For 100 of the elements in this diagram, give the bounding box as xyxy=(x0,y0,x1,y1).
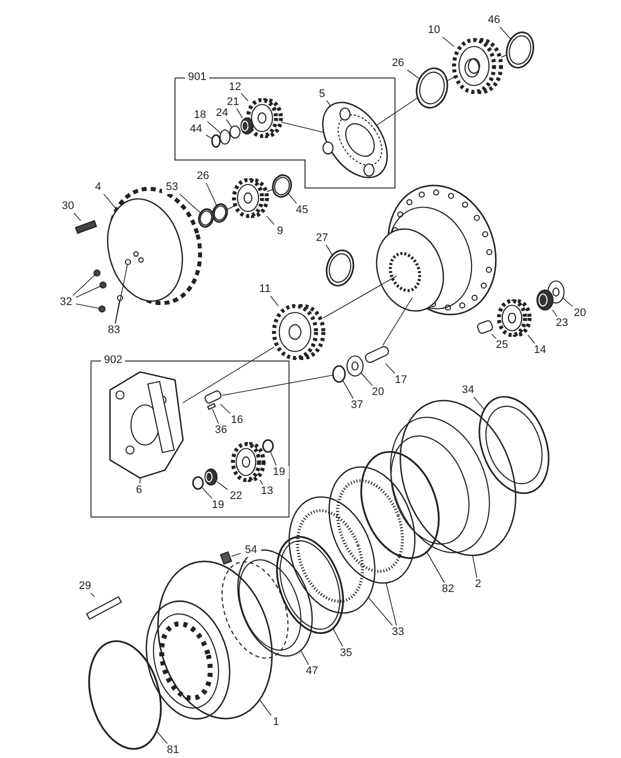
housing-part xyxy=(390,400,516,556)
leader-line xyxy=(76,304,100,309)
gear-part xyxy=(452,38,503,94)
ring-part xyxy=(272,174,292,198)
leader-line xyxy=(216,481,228,490)
ring-part xyxy=(478,396,550,494)
bolt-part xyxy=(74,220,98,234)
leader-line xyxy=(72,274,96,296)
assembly-line xyxy=(222,374,334,396)
ring-part xyxy=(192,476,204,490)
leader-line xyxy=(300,650,309,665)
leader-line xyxy=(212,408,219,424)
leader-line xyxy=(240,93,248,102)
assembly-line xyxy=(446,77,454,82)
assembly-line xyxy=(248,122,254,126)
nut-part xyxy=(99,281,107,289)
pin-part xyxy=(476,319,494,335)
leader-line xyxy=(270,295,279,306)
leader-line xyxy=(73,212,82,222)
leader-line xyxy=(270,451,277,466)
ring-part xyxy=(262,439,274,453)
ring-part xyxy=(416,68,448,108)
leader-line xyxy=(76,286,101,298)
assembly-line xyxy=(266,189,274,192)
leader-line xyxy=(266,216,275,225)
leader-line xyxy=(385,363,396,374)
ring-part xyxy=(276,536,344,634)
ring-part xyxy=(326,250,354,286)
leader-line xyxy=(207,121,222,134)
housing-part xyxy=(146,560,273,720)
spring-part xyxy=(240,117,254,135)
gear-part xyxy=(231,442,266,482)
spring-part xyxy=(204,468,218,486)
leader-line xyxy=(103,193,116,208)
ring-part xyxy=(332,365,346,383)
nut-part xyxy=(98,305,106,313)
leader-line xyxy=(386,582,397,626)
leader-line xyxy=(259,699,272,716)
carrier-part xyxy=(109,371,184,479)
washer-part xyxy=(116,294,124,302)
carrier-part xyxy=(322,102,388,178)
leader-line xyxy=(360,372,373,386)
leader-line xyxy=(473,396,485,410)
leader-line xyxy=(114,264,128,324)
leader-line xyxy=(368,597,393,626)
ring-part xyxy=(506,32,534,68)
leader-line xyxy=(178,193,201,214)
leader-line xyxy=(90,592,95,598)
leader-line xyxy=(426,552,445,583)
leader-line xyxy=(499,26,512,40)
bearing-part xyxy=(288,496,376,614)
ring-part xyxy=(211,134,221,148)
leader-line xyxy=(231,552,242,557)
ring-part xyxy=(88,640,162,750)
screw-part xyxy=(220,551,232,565)
leader-line xyxy=(201,486,212,499)
leader-line xyxy=(260,480,264,485)
leader-line xyxy=(406,69,420,80)
leader-line xyxy=(326,100,331,106)
washer-part xyxy=(346,355,364,377)
leader-line xyxy=(220,404,231,414)
callout-number: 53 xyxy=(162,180,182,194)
assembly-line xyxy=(376,97,418,126)
leader-line xyxy=(156,730,168,744)
leader-line xyxy=(472,555,478,578)
assembly-line xyxy=(323,276,397,318)
leader-line xyxy=(206,182,218,206)
leader-line xyxy=(442,36,454,47)
nut-part xyxy=(93,269,101,277)
leader-line xyxy=(332,628,343,647)
leader-line xyxy=(226,119,232,128)
assembly-line xyxy=(182,346,274,404)
callout-number: 54 xyxy=(241,544,261,556)
gear-part xyxy=(246,98,283,138)
gear-part xyxy=(497,299,532,337)
assembly-line xyxy=(500,54,508,58)
ring-part xyxy=(360,451,440,559)
leader-line xyxy=(288,192,297,204)
leader-line xyxy=(562,298,573,307)
bearing-part xyxy=(328,466,416,584)
gear-part xyxy=(272,304,326,360)
leader-line xyxy=(139,478,141,484)
assembly-line xyxy=(226,206,234,210)
gear-part xyxy=(232,178,269,218)
leader-line xyxy=(528,334,536,344)
assembly-line xyxy=(382,297,413,346)
leader-line xyxy=(114,300,120,324)
hub-drawing xyxy=(376,184,497,316)
leader-line xyxy=(326,244,333,256)
leader-line xyxy=(342,380,354,399)
bushing-part xyxy=(229,125,241,139)
leader-line xyxy=(236,108,243,118)
ring-part xyxy=(212,203,228,223)
spring-part xyxy=(536,289,554,311)
leader-line xyxy=(206,134,213,140)
washer-part xyxy=(219,129,231,145)
leader-line xyxy=(552,310,558,317)
assembly-line xyxy=(280,122,324,133)
key-part xyxy=(206,402,216,410)
ring-part xyxy=(198,208,214,228)
